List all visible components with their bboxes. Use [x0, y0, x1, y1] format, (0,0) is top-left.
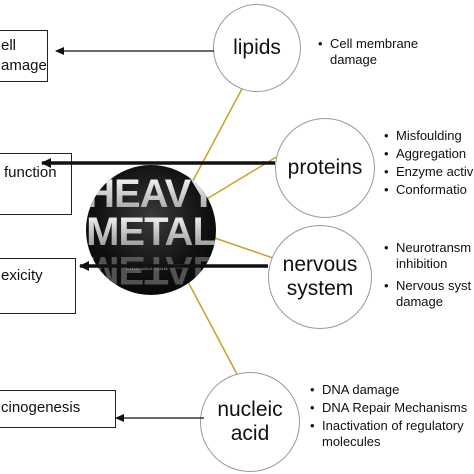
effect-item: Neurotransm inhibition: [384, 240, 474, 272]
effect-item: Cell membrane damage: [318, 36, 422, 68]
effects-nervous-system: Neurotransm inhibition Nervous syst dama…: [384, 240, 474, 312]
outcome-text: function: [4, 164, 57, 181]
effect-item: DNA Repair Mechanisms: [310, 400, 472, 416]
heavy-metal-hub: HEAVY METAL METAL cfrdl tatx nsta: [86, 165, 216, 295]
effects-lipids: Cell membrane damage: [318, 36, 422, 70]
hub-watermark: cfrdl tatx nsta: [126, 265, 168, 272]
node-nervous-system: nervous system: [268, 225, 372, 329]
hub-title-line1: HEAVY: [86, 172, 216, 216]
node-nucleic-acid: nucleic acid: [200, 372, 300, 472]
hub-title-line2: METAL: [86, 210, 216, 254]
effect-item: Misfoulding: [384, 128, 473, 144]
effect-item: DNA damage: [310, 382, 472, 398]
outcome-box-toxicity: exicity: [0, 258, 76, 314]
effect-item: Enzyme activ: [384, 164, 473, 180]
effect-item: Nervous syst damage: [384, 278, 474, 310]
effects-nucleic-acid: DNA damage DNA Repair Mechanisms Inactiv…: [310, 382, 472, 452]
outcome-text-line2: amage: [1, 57, 47, 74]
effect-item: Aggregation: [384, 146, 473, 162]
effect-item: Inactivation of regulatory molecules: [310, 418, 472, 450]
outcome-box-carcinogenesis: cinogenesis: [0, 390, 116, 428]
outcome-text: exicity: [1, 267, 43, 284]
outcome-text: cinogenesis: [1, 399, 81, 416]
outcome-box-function: function: [0, 153, 72, 215]
effects-proteins: Misfoulding Aggregation Enzyme activ Con…: [384, 128, 473, 200]
outcome-text-line1: ell: [1, 37, 17, 54]
node-lipids: lipids: [213, 4, 301, 92]
outcome-box-cell-damage: ell amage: [0, 30, 48, 82]
connector-nucleic-acid: [185, 277, 239, 377]
effect-item: Conformatio: [384, 182, 473, 198]
connector-lipids: [187, 69, 253, 191]
node-proteins: proteins: [275, 118, 375, 218]
